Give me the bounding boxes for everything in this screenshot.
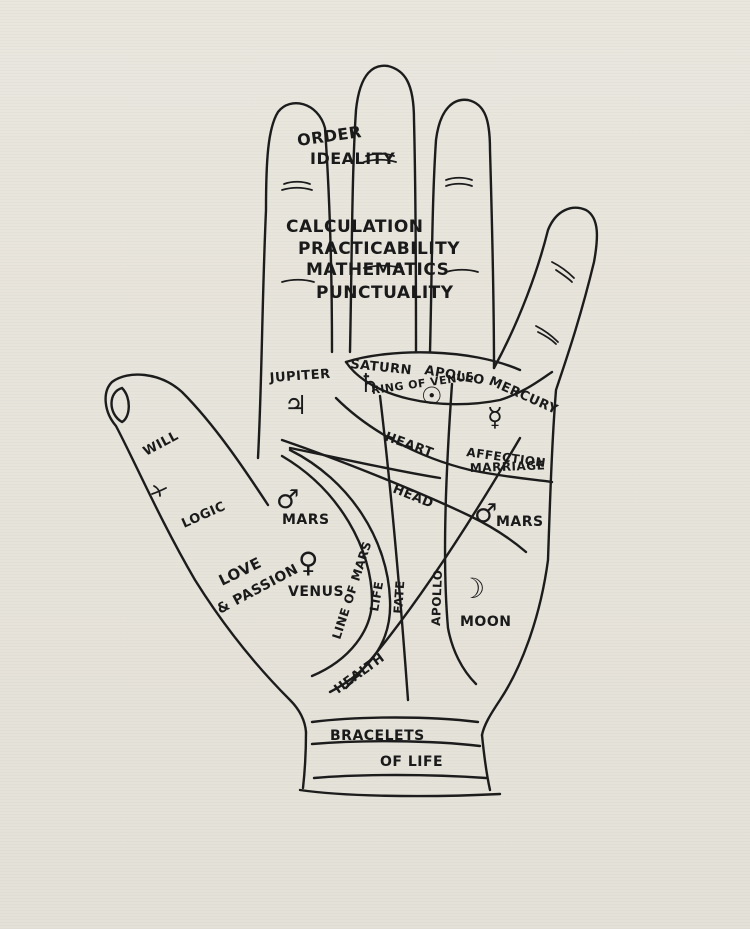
label-practicability: PRACTICABILITY — [298, 239, 460, 259]
label-logic: LOGIC — [180, 499, 229, 532]
label-will: WILL — [141, 429, 181, 460]
bracelet-3 — [312, 773, 488, 780]
mars-lower-symbol: ♂ — [276, 485, 299, 515]
apollo-symbol: ☉ — [421, 382, 443, 410]
label-health: HEALTH — [332, 651, 388, 698]
apollo-line — [443, 382, 478, 686]
wrist-right — [480, 733, 492, 792]
label-life: LIFE — [367, 580, 386, 612]
label-jupiter: JUPITER — [268, 367, 331, 386]
mercury-symbol: ☿ — [487, 403, 503, 433]
text-labels: ORDER IDEALITY CALCULATION PRACTICABILIT… — [141, 122, 560, 770]
wrist-bottom — [298, 788, 502, 798]
line-of-mars — [280, 454, 374, 678]
ring-of-venus-line — [344, 360, 554, 406]
palm-lines — [280, 351, 554, 780]
wrist-left — [301, 730, 308, 790]
label-calculation: CALCULATION — [286, 217, 424, 237]
hand-outline — [104, 64, 599, 798]
middle-finger-outline — [348, 64, 418, 354]
bracelet-2 — [310, 740, 482, 748]
bracelet-1 — [310, 716, 480, 724]
planet-symbols: ♃ ♄ ☉ ☿ ♂ ♂ ♀ ☽ — [276, 369, 503, 605]
label-ideality: IDEALITY — [310, 149, 395, 168]
label-punctuality: PUNCTUALITY — [316, 283, 454, 303]
moon-symbol: ☽ — [460, 572, 485, 605]
label-venus: VENUS — [288, 584, 344, 600]
label-moon: MOON — [460, 614, 511, 630]
little-finger-outline — [480, 206, 599, 737]
thumbnail — [110, 386, 130, 424]
saturn-symbol: ♄ — [358, 369, 381, 399]
label-bracelets: BRACELETS — [330, 728, 425, 744]
mars-upper-symbol: ♂ — [474, 499, 497, 529]
finger-creases — [151, 152, 575, 497]
label-saturn: SATURN — [350, 357, 413, 378]
label-heart: HEART — [383, 430, 436, 461]
label-fate: FATE — [391, 580, 407, 614]
health-line — [344, 436, 522, 690]
jupiter-symbol: ♃ — [284, 391, 307, 421]
fate-line — [378, 394, 410, 702]
thumb-outline — [104, 373, 308, 734]
label-order: ORDER — [296, 122, 363, 150]
label-apollo-line: APOLLO — [429, 569, 445, 626]
label-mars-lower: MARS — [282, 512, 330, 528]
venus-symbol: ♀ — [298, 546, 319, 579]
label-head: HEAD — [391, 482, 436, 512]
label-mars-upper: MARS — [496, 514, 544, 530]
label-mathematics: MATHEMATICS — [306, 260, 449, 280]
label-marriage: MARRIAGE — [470, 458, 546, 475]
mars-heart-line — [288, 446, 442, 480]
index-finger-outline — [256, 102, 334, 460]
label-of-life: OF LIFE — [380, 754, 443, 770]
ring-of-venus-upper — [344, 351, 522, 372]
ring-finger-outline — [428, 98, 496, 370]
heart-line — [334, 396, 554, 484]
